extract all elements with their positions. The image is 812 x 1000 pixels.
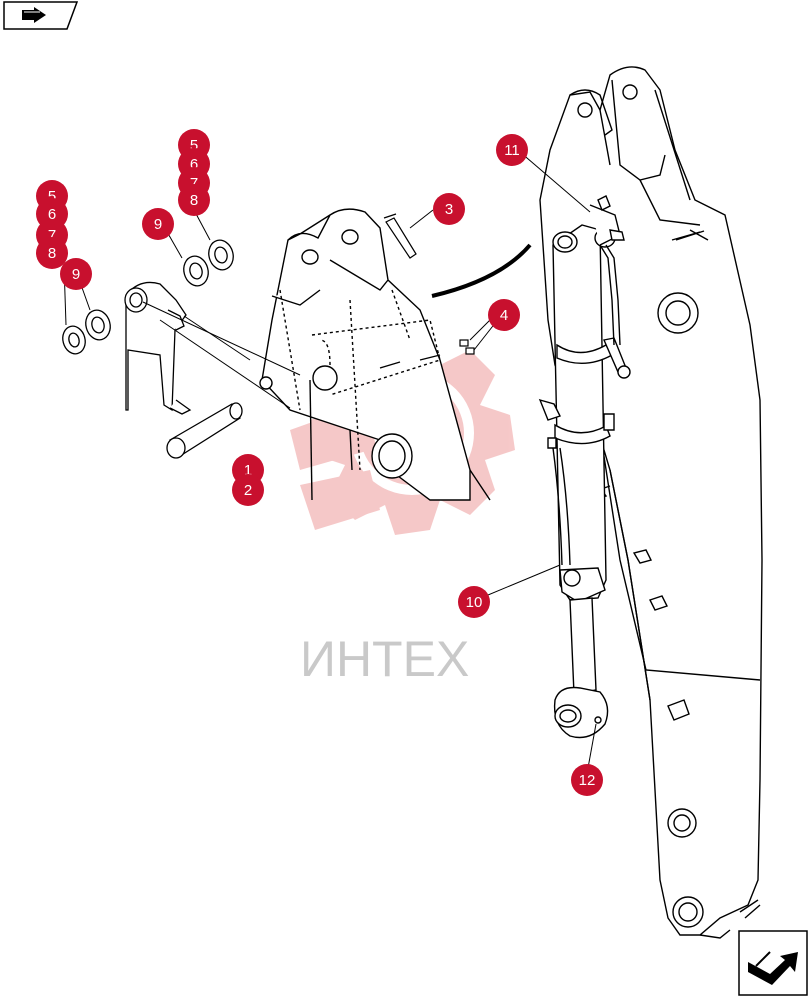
callout-circle [60,258,92,290]
callout-circle [36,237,68,269]
callout-9: 9 [142,208,174,240]
callout-circle [496,134,528,166]
callout-circle [232,474,264,506]
callout-10: 10 [458,586,490,618]
arrow-right-icon [22,7,46,23]
callout-3: 3 [433,193,465,225]
pin-3 [383,213,417,259]
nav-return-button[interactable] [738,930,808,996]
callout-circle [571,764,603,796]
callout-label: 8 [190,192,198,209]
callout-label: 3 [445,201,453,218]
arm-bracket [259,208,491,501]
callout-label: 10 [466,594,483,611]
callout-label: 9 [154,216,162,233]
nav-forward-button[interactable] [3,1,79,30]
boom-arm [539,66,763,939]
callout-circle [458,586,490,618]
callout-label: 1 [244,462,252,479]
callout-label: 7 [48,227,56,244]
callout-label: 4 [500,307,508,324]
watermark-text: ИНТЕХ [300,631,469,687]
callout-2: 2 [232,474,264,506]
callout-label: 6 [48,206,56,223]
callout-label: 6 [190,156,198,173]
callout-label: 12 [579,772,596,789]
callout-4: 4 [488,299,520,331]
callout-label: 2 [244,482,252,499]
return-arrow-icon [748,951,798,985]
callout-label: 7 [190,175,198,192]
hydraulic-cylinder [538,195,631,739]
callout-12: 12 [571,764,603,796]
callout-label: 5 [48,188,56,205]
callout-circle [178,184,210,216]
callout-11: 11 [496,134,528,166]
hose-arc [431,243,532,298]
washers [62,239,234,355]
callout-9: 9 [60,258,92,290]
pin-1 [166,402,243,459]
callout-8: 8 [36,237,68,269]
callout-label: 5 [190,137,198,154]
callout-label: 11 [504,142,520,159]
callout-label: 8 [48,245,56,262]
bolts-4 [459,339,475,355]
callout-8: 8 [178,184,210,216]
callout-circle [488,299,520,331]
callout-circle [433,193,465,225]
callout-label: 9 [72,266,80,283]
linkage-bracket [124,281,192,415]
callout-circle [142,208,174,240]
